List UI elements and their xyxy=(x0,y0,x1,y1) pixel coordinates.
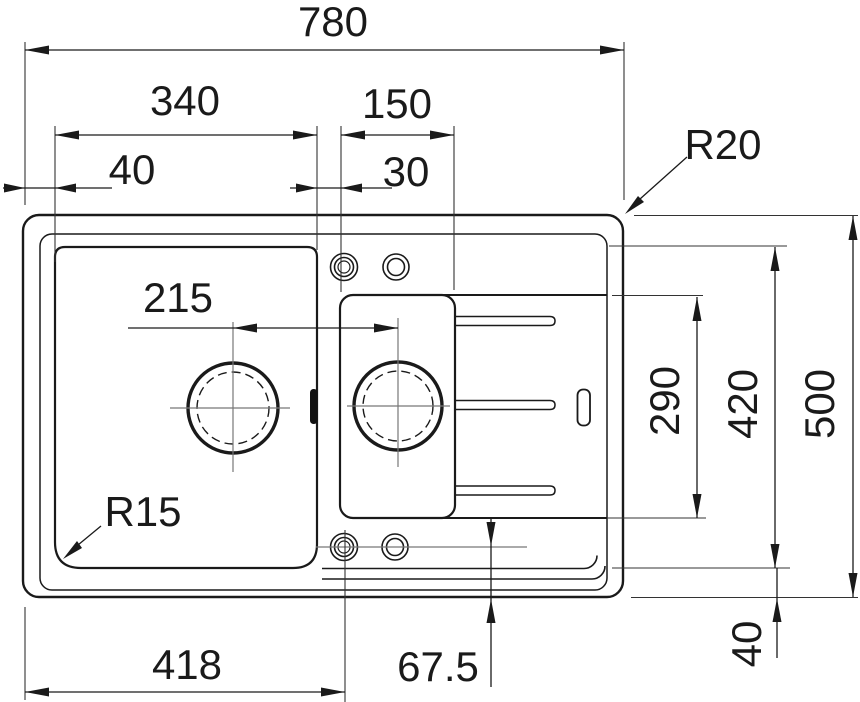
arrowhead xyxy=(848,216,858,240)
sink-outlines xyxy=(21,213,625,599)
arrowhead xyxy=(430,130,454,140)
arrowhead xyxy=(848,573,858,597)
dim-label-420: 420 xyxy=(719,369,766,439)
dim-label-290: 290 xyxy=(641,366,688,436)
arrowhead xyxy=(55,130,79,140)
arrowhead xyxy=(55,183,76,193)
extension-lines xyxy=(24,42,858,702)
arrowhead xyxy=(321,687,345,697)
arrowhead xyxy=(374,323,398,333)
centerlines xyxy=(170,318,527,548)
dim-label-500: 500 xyxy=(796,369,843,439)
dim-label-40-top: 40 xyxy=(109,146,156,193)
deck-step-line-lower xyxy=(322,565,606,580)
leader-line-r15 xyxy=(77,525,102,546)
faucet-hole-top-right-outer xyxy=(382,253,410,281)
arrowhead xyxy=(25,45,49,55)
arrowhead xyxy=(25,687,49,697)
arrowhead xyxy=(341,130,365,140)
overflow-slot-divider xyxy=(310,389,318,424)
arrowhead xyxy=(486,522,496,546)
deck-step-line-upper xyxy=(322,555,598,570)
arrowhead xyxy=(692,297,702,321)
faucet-hole-top-left-outer xyxy=(329,252,359,282)
small-bowl xyxy=(338,293,457,520)
arrowhead xyxy=(4,183,25,193)
dim-label-215: 215 xyxy=(143,274,213,321)
dimension-labels: 780 340 150 40 30 215 418 67.5 R20 R15 2… xyxy=(104,0,843,690)
arrowhead xyxy=(293,130,317,140)
arrowhead xyxy=(341,183,362,193)
arrowhead xyxy=(600,45,624,55)
radius-label-r15: R15 xyxy=(104,488,181,535)
dim-label-780: 780 xyxy=(298,0,368,45)
sink-rim-line xyxy=(39,233,608,591)
faucet-hole-top-right-inner xyxy=(386,257,406,277)
dim-label-418: 418 xyxy=(152,641,222,688)
drainer-groove-3 xyxy=(455,485,556,496)
arrowheads xyxy=(4,45,858,697)
dim-label-30: 30 xyxy=(383,148,430,195)
faucet-hole-top-left-mid xyxy=(333,256,355,278)
arrowhead xyxy=(233,323,257,333)
leader-line-r20 xyxy=(639,156,688,200)
overflow-slot-right xyxy=(576,388,591,427)
dim-label-150: 150 xyxy=(362,80,432,127)
arrowhead xyxy=(296,183,317,193)
arrowhead-r20-leader xyxy=(625,196,644,214)
drainer-groove-1 xyxy=(455,315,556,327)
dim-label-340: 340 xyxy=(150,77,220,124)
arrowhead xyxy=(486,599,496,623)
arrowhead xyxy=(770,544,780,568)
arrowhead xyxy=(770,247,780,271)
dim-label-40-bottom: 40 xyxy=(723,621,770,668)
arrowhead xyxy=(772,598,782,622)
faucet-hole-top-left-inner xyxy=(337,260,351,274)
arrowhead xyxy=(692,494,702,518)
drainer-groove-2 xyxy=(455,399,556,411)
arrowhead-r15-leader xyxy=(63,541,82,559)
dim-label-67.5: 67.5 xyxy=(397,643,479,690)
radius-label-r20: R20 xyxy=(684,121,761,168)
sink-outer-edge xyxy=(21,213,625,599)
